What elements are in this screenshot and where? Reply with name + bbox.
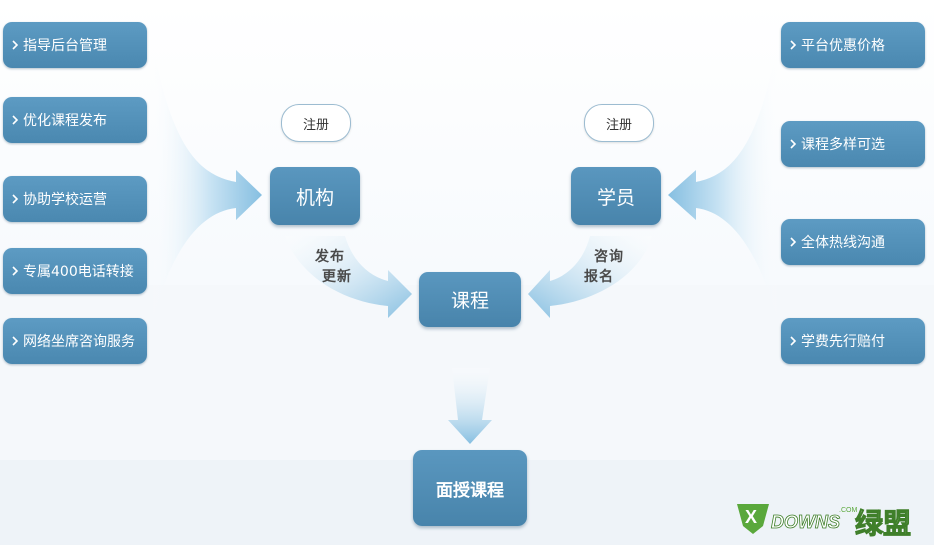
left-item-label: 专属400电话转接 (23, 264, 134, 280)
org-node: 机构 (270, 167, 360, 225)
left-item-label: 指导后台管理 (23, 38, 107, 54)
svg-text:DOWNS: DOWNS (771, 512, 840, 532)
left-item-online-service: 网络坐席咨询服务 (3, 318, 147, 364)
right-item-label: 课程多样可选 (801, 137, 885, 153)
student-register-pill[interactable]: 注册 (584, 104, 654, 142)
left-item-400-hotline: 专属400电话转接 (3, 248, 147, 294)
left-item-backend-guidance: 指导后台管理 (3, 22, 147, 68)
left-item-course-publish: 优化课程发布 (3, 97, 147, 143)
chevron-right-icon (785, 139, 801, 149)
left-item-school-operation: 协助学校运营 (3, 176, 147, 222)
right-item-tuition-compensation: 学费先行赔付 (781, 318, 925, 364)
org-register-pill[interactable]: 注册 (281, 104, 351, 142)
student-node: 学员 (571, 167, 661, 225)
chevron-right-icon (785, 237, 801, 247)
chevron-right-icon (785, 336, 801, 346)
left-item-label: 协助学校运营 (23, 192, 107, 208)
chevron-right-icon (7, 40, 23, 50)
left-funnel-arrow (150, 28, 262, 330)
right-item-hotline: 全体热线沟通 (781, 219, 925, 265)
left-item-label: 网络坐席咨询服务 (23, 334, 135, 350)
downs-watermark-logo: X DOWNS .COM 绿盟 (735, 498, 927, 541)
svg-text:绿盟: 绿盟 (855, 507, 911, 540)
downs-logo-icon: X DOWNS .COM 绿盟 (737, 504, 912, 541)
course-node: 课程 (419, 272, 521, 327)
right-item-label: 平台优惠价格 (801, 38, 885, 54)
right-item-label: 学费先行赔付 (801, 334, 885, 350)
right-item-discount-price: 平台优惠价格 (781, 22, 925, 68)
right-funnel-arrow (668, 28, 780, 330)
chevron-right-icon (7, 115, 23, 125)
down-arrow (448, 368, 492, 444)
publish-label-line2: 更新 (322, 269, 352, 285)
consult-label-line2: 报名 (584, 269, 614, 285)
chevron-right-icon (7, 336, 23, 346)
face-course-node: 面授课程 (413, 450, 527, 526)
publish-label-line1: 发布 (315, 249, 345, 265)
right-item-course-choice: 课程多样可选 (781, 121, 925, 167)
chevron-right-icon (7, 266, 23, 276)
consult-arrow (528, 236, 652, 318)
svg-text:X: X (745, 507, 757, 527)
chevron-right-icon (7, 194, 23, 204)
right-item-label: 全体热线沟通 (801, 235, 885, 251)
publish-arrow (285, 236, 412, 318)
consult-label-line1: 咨询 (594, 249, 624, 265)
left-item-label: 优化课程发布 (23, 113, 107, 129)
svg-text:.COM: .COM (839, 507, 857, 514)
chevron-right-icon (785, 40, 801, 50)
